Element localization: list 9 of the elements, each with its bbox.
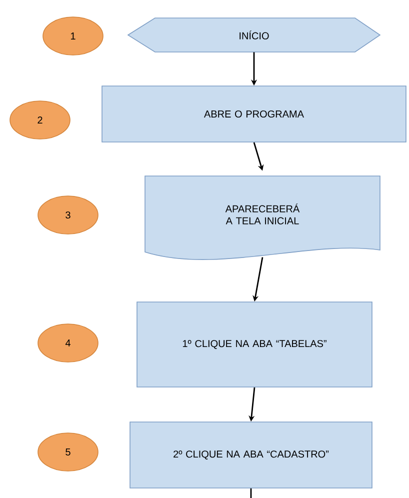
process-box: ABRE O PROGRAMA — [102, 86, 406, 142]
step-number-oval: 4 — [38, 324, 98, 362]
step-number-oval: 3 — [38, 196, 98, 234]
step-number-oval: 5 — [38, 432, 98, 472]
document-box: APARECEBERÁ A TELA INICIAL — [144, 176, 380, 260]
process-box: 2º CLIQUE NA ABA “CADASTRO” — [130, 422, 372, 488]
process-box: 1º CLIQUE NA ABA “TABELAS” — [136, 302, 372, 388]
step-number-oval: 1 — [42, 16, 104, 56]
step-number-oval: 2 — [10, 100, 70, 140]
